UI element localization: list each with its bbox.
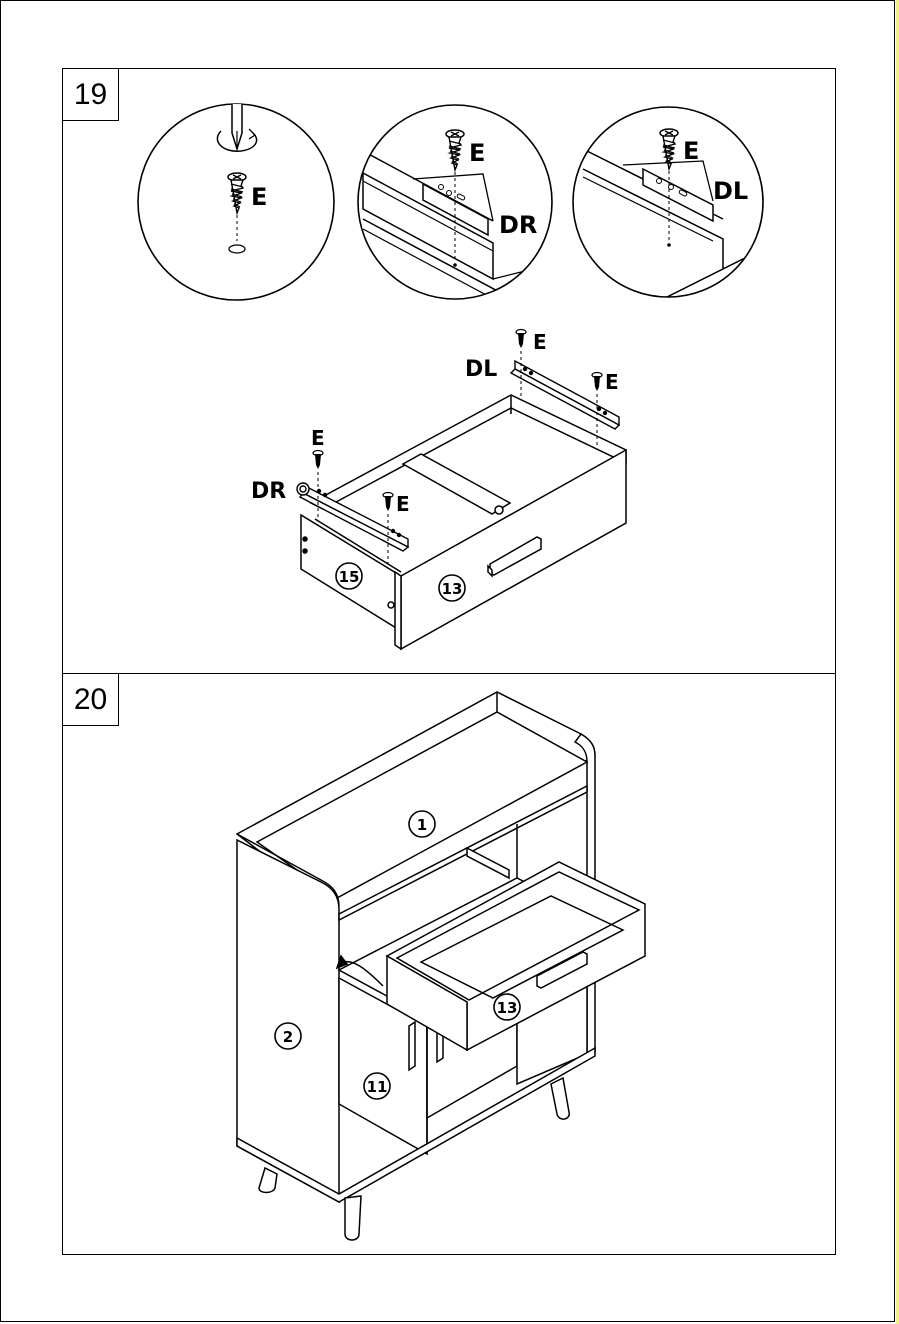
callout-label: E — [469, 139, 485, 167]
part-badge-15: 15 — [336, 563, 362, 589]
svg-text:13: 13 — [497, 999, 518, 1017]
callout-label: E — [311, 426, 325, 450]
rail-label: DR — [251, 479, 286, 504]
callout-label: E — [396, 492, 410, 516]
svg-text:15: 15 — [339, 568, 360, 586]
step-19-panel: 19 — [62, 68, 836, 674]
step-20-illustration: 1 2 11 13 — [63, 674, 835, 1254]
part-badge-13: 13 — [494, 994, 520, 1020]
part-badge-1: 1 — [409, 811, 435, 837]
svg-text:1: 1 — [417, 816, 427, 834]
callout-label: E — [605, 370, 619, 394]
svg-text:2: 2 — [283, 1028, 293, 1046]
part-badge-13: 13 — [439, 575, 465, 601]
callout-label: E — [251, 183, 267, 211]
callout-label: E — [683, 137, 699, 165]
svg-text:13: 13 — [442, 580, 463, 598]
callout-label: DR — [499, 211, 537, 239]
part-badge-11: 11 — [364, 1073, 390, 1099]
svg-text:11: 11 — [367, 1078, 388, 1096]
part-badge-2: 2 — [275, 1023, 301, 1049]
detail-circle-rail-dr: E DR — [358, 105, 552, 320]
detail-circle-rail-dl: E DL — [573, 107, 763, 319]
step-19-illustration: E E DR — [63, 69, 835, 673]
cabinet — [237, 692, 645, 1240]
callout-label: E — [533, 330, 547, 354]
callout-label: DL — [713, 177, 748, 205]
rail-dl — [511, 361, 619, 429]
step-20-panel: 20 — [62, 673, 836, 1255]
rail-label: DL — [465, 357, 497, 382]
detail-circle-screwdriver: E — [138, 103, 334, 300]
